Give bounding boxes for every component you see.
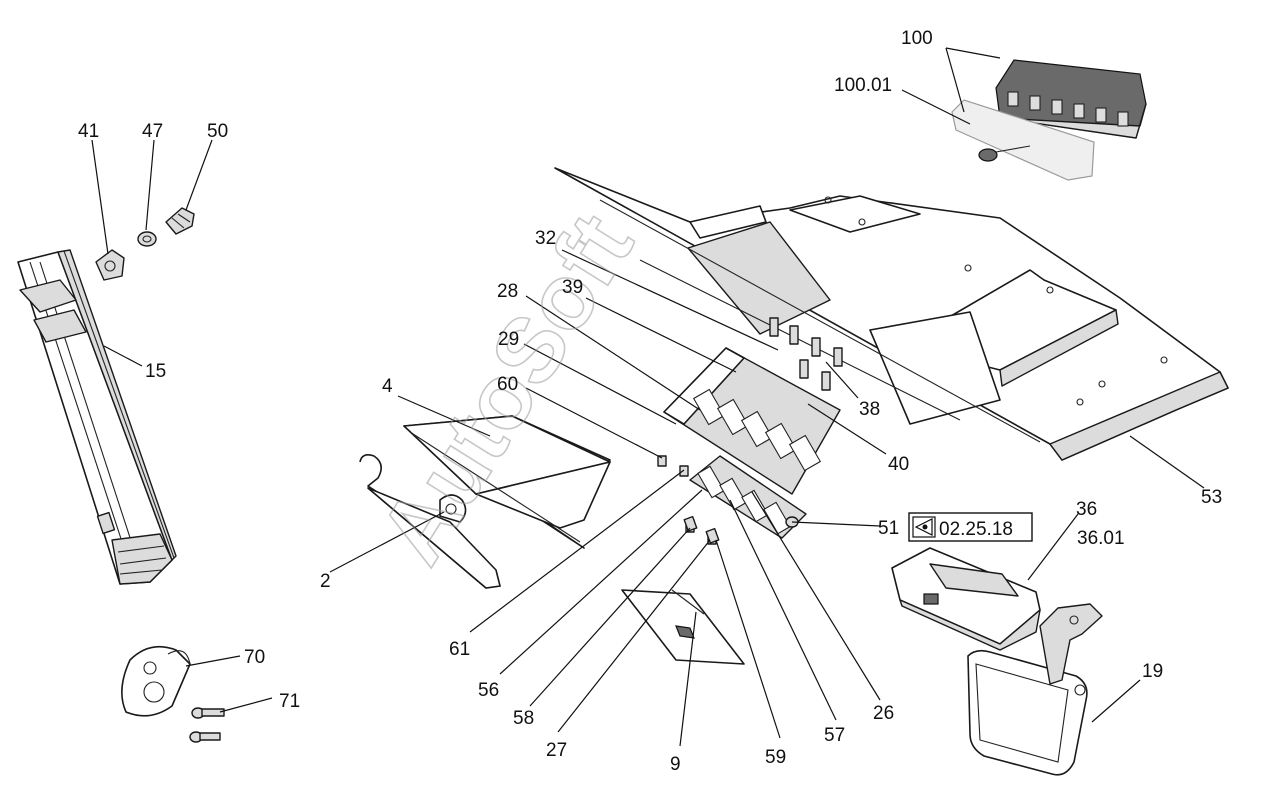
callout-51: 51 bbox=[878, 518, 899, 539]
part-53-tray bbox=[554, 167, 1229, 461]
callout-57: 57 bbox=[824, 725, 845, 746]
callout-36-01: 36.01 bbox=[1077, 528, 1125, 549]
lower-switch-row bbox=[657, 455, 807, 545]
callout-29: 29 bbox=[498, 329, 519, 350]
small-clips bbox=[683, 515, 720, 544]
callout-38: 38 bbox=[859, 399, 880, 420]
part-36-box bbox=[891, 547, 1041, 651]
callout-47: 47 bbox=[142, 121, 163, 142]
callout-100-01: 100.01 bbox=[834, 75, 892, 96]
callout-labels: 100 100.01 41 47 50 15 32 28 39 29 60 4 … bbox=[78, 28, 1222, 775]
callout-70: 70 bbox=[244, 647, 265, 668]
reference-box[interactable]: 02.25.18 bbox=[908, 512, 1033, 542]
callout-39: 39 bbox=[562, 277, 583, 298]
part-100-01-cover bbox=[951, 99, 1095, 181]
callout-28: 28 bbox=[497, 281, 518, 302]
part-9-plate bbox=[621, 589, 745, 665]
part-41-bracket bbox=[95, 249, 125, 281]
callout-26: 26 bbox=[873, 703, 894, 724]
callout-15: 15 bbox=[145, 361, 166, 382]
part-19-mirror bbox=[967, 603, 1103, 776]
part-50-fitting bbox=[165, 207, 195, 235]
part-71-bolt bbox=[189, 707, 225, 743]
callout-41: 41 bbox=[78, 121, 99, 142]
callout-2: 2 bbox=[320, 571, 331, 592]
callout-36: 36 bbox=[1076, 499, 1097, 520]
callout-40: 40 bbox=[888, 454, 909, 475]
part-100-connector-block bbox=[995, 59, 1147, 139]
part-70-hook bbox=[121, 645, 191, 717]
switch-cluster bbox=[663, 317, 843, 495]
callout-19: 19 bbox=[1142, 661, 1163, 682]
callout-61: 61 bbox=[449, 639, 470, 660]
callout-53: 53 bbox=[1201, 487, 1222, 508]
view-reference-icon bbox=[912, 516, 936, 538]
callout-56: 56 bbox=[478, 680, 499, 701]
part-47-washer bbox=[137, 231, 157, 247]
callout-4: 4 bbox=[382, 376, 393, 397]
part-15-pillar bbox=[17, 249, 177, 585]
callout-71: 71 bbox=[279, 691, 300, 712]
callout-27: 27 bbox=[546, 740, 567, 761]
callout-60: 60 bbox=[497, 374, 518, 395]
leader-lines bbox=[91, 47, 1205, 747]
callout-32: 32 bbox=[535, 228, 556, 249]
callout-59: 59 bbox=[765, 747, 786, 768]
part-4-plate bbox=[403, 415, 611, 549]
callout-9: 9 bbox=[670, 754, 681, 775]
reference-box-label: 02.25.18 bbox=[939, 519, 1013, 540]
callout-58: 58 bbox=[513, 708, 534, 729]
callout-100: 100 bbox=[901, 28, 933, 49]
callout-50: 50 bbox=[207, 121, 228, 142]
